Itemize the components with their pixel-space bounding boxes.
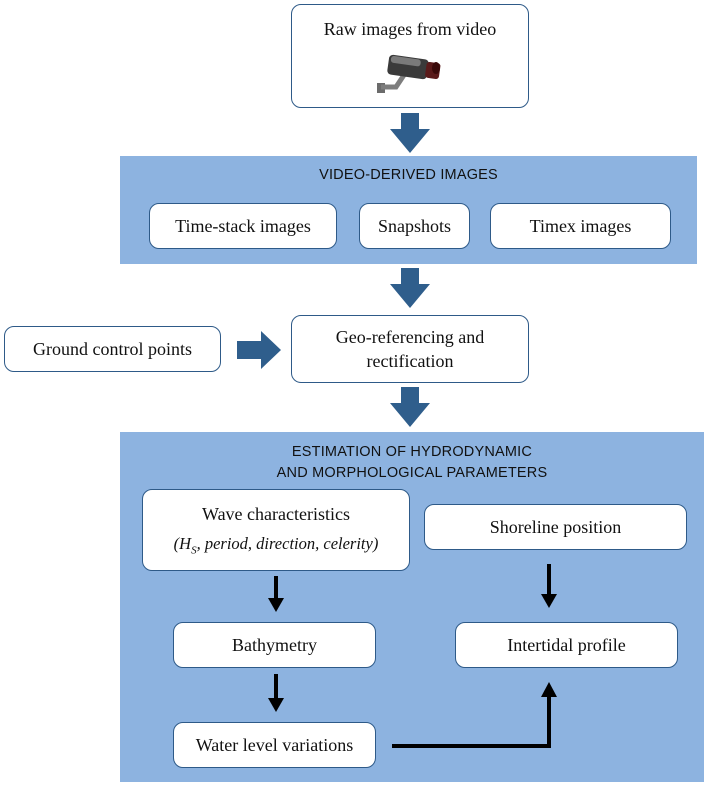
shoreline-position-label: Shoreline position [489, 516, 622, 537]
raw-images-label: Raw images from video [323, 19, 497, 39]
estimation-title-line1: ESTIMATION OF HYDRODYNAMIC [291, 444, 533, 460]
estimation-title: ESTIMATION OF HYDRODYNAMIC AND MORPHOLOG… [120, 442, 704, 484]
bathymetry-label: Bathymetry [232, 634, 317, 655]
wave-characteristics-details: (HS, period, direction, celerity) [174, 533, 379, 558]
video-derived-title: VIDEO-DERIVED IMAGES [319, 167, 498, 183]
water-level-box: Water level variations [173, 722, 376, 768]
snapshots-box: Snapshots [359, 203, 470, 249]
georeferencing-line1: Geo-referencing and [335, 326, 485, 347]
ground-control-points-label: Ground control points [33, 338, 192, 359]
flow-arrow-down-icon [390, 387, 430, 427]
timex-label: Timex images [529, 215, 632, 236]
bathymetry-box: Bathymetry [173, 622, 376, 668]
flow-arrow-down-icon [390, 268, 430, 308]
shoreline-position-box: Shoreline position [424, 504, 687, 550]
time-stack-label: Time-stack images [175, 215, 311, 236]
time-stack-box: Time-stack images [149, 203, 337, 249]
estimation-title-line2: AND MORPHOLOGICAL PARAMETERS [276, 465, 548, 482]
wave-characteristics-label: Wave characteristics [202, 504, 350, 525]
ground-control-points-box: Ground control points [4, 326, 221, 372]
georeferencing-line2: rectification [366, 351, 454, 371]
camera-icon [374, 49, 446, 95]
raw-images-box: Raw images from video [291, 4, 529, 108]
intertidal-profile-box: Intertidal profile [455, 622, 678, 668]
wave-hs-sub: S [191, 543, 197, 556]
water-level-label: Water level variations [195, 734, 354, 755]
snapshots-label: Snapshots [377, 215, 451, 236]
georeferencing-box: Geo-referencing and rectification [291, 315, 529, 383]
flow-arrow-down-icon [390, 113, 430, 153]
flow-arrow-right-icon [237, 331, 281, 369]
intertidal-profile-label: Intertidal profile [507, 634, 626, 655]
wave-characteristics-box: Wave characteristics (HS, period, direct… [142, 489, 410, 571]
timex-box: Timex images [490, 203, 671, 249]
wave-details-text: , period, direction, celerity) [196, 533, 379, 553]
wave-hs-open: (H [173, 533, 192, 553]
